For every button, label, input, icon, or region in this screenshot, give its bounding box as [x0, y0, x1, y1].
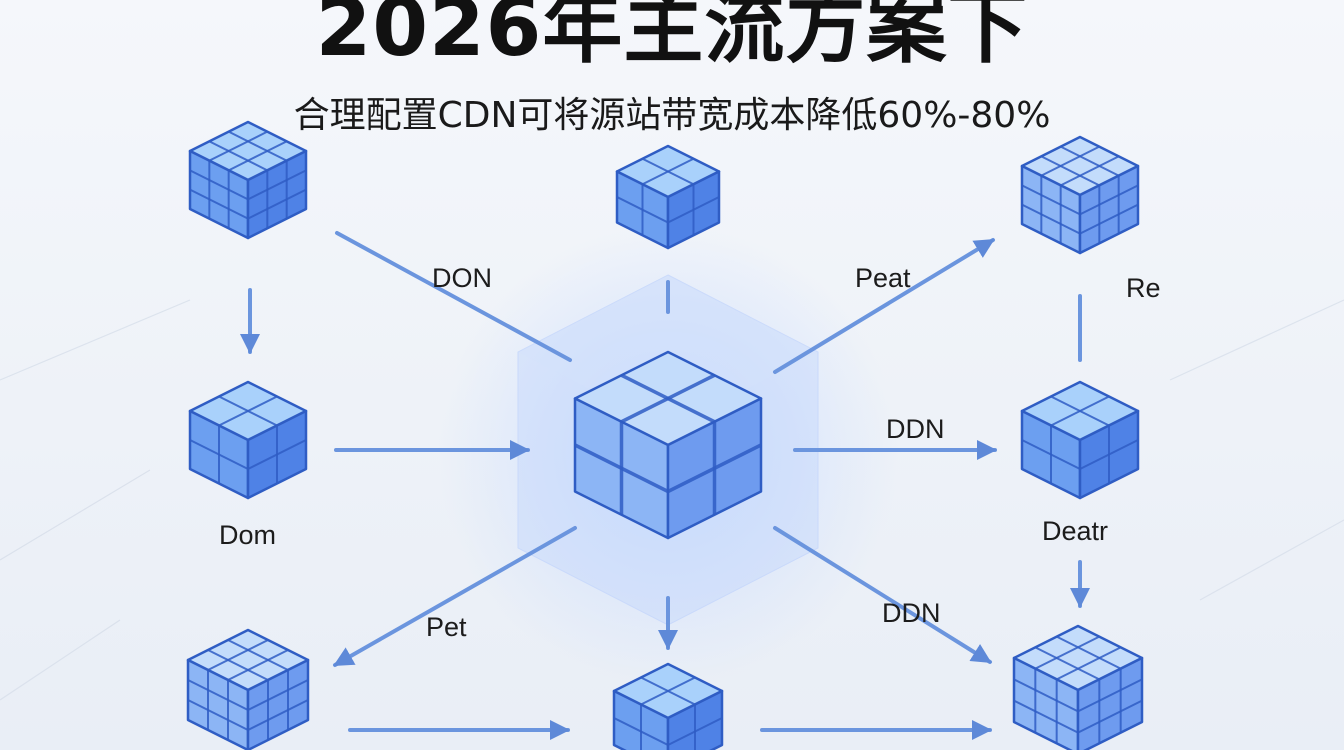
- cube-top-right: [1020, 135, 1140, 255]
- cube-bottom-right: [1012, 624, 1144, 750]
- cube-bottom-center: [612, 662, 724, 750]
- cube-right-middle: [1020, 380, 1140, 500]
- label-top-left-arrow: DON: [432, 263, 492, 293]
- label-right-middle-node: Deatr: [1042, 516, 1108, 546]
- cube-top-left: [188, 120, 308, 240]
- cube-top-center: [615, 144, 721, 250]
- page-subtitle: 合理配置CDN可将源站带宽成本降低60%-80%: [293, 95, 1051, 136]
- label-top-right-arrow: Peat: [855, 263, 911, 293]
- arrow-top-left-to-center: [335, 231, 572, 362]
- label-bottom-left-arrow: Pet: [426, 612, 467, 642]
- label-left-middle-node: Dom: [219, 520, 276, 550]
- labels-layer: DON Peat Re DDN Dom Deatr Pet DDN: [219, 263, 1161, 642]
- page-title: 2026年主流方案下: [315, 0, 1029, 74]
- label-right-top-node: Re: [1126, 273, 1161, 303]
- arrow-center-to-top-right: [773, 238, 995, 374]
- label-right-middle-arrow: DDN: [886, 414, 945, 444]
- arrows-layer: [240, 231, 1090, 740]
- cube-left-middle: [188, 380, 308, 500]
- cube-center-main: [573, 350, 763, 540]
- background-network: [0, 299, 1344, 701]
- arrow-center-to-bottom-left: [333, 526, 577, 667]
- label-bottom-right-arrow: DDN: [882, 598, 941, 628]
- cube-bottom-left: [186, 628, 310, 750]
- arrow-center-to-bottom-right: [773, 526, 992, 664]
- cubes-layer: [186, 120, 1144, 750]
